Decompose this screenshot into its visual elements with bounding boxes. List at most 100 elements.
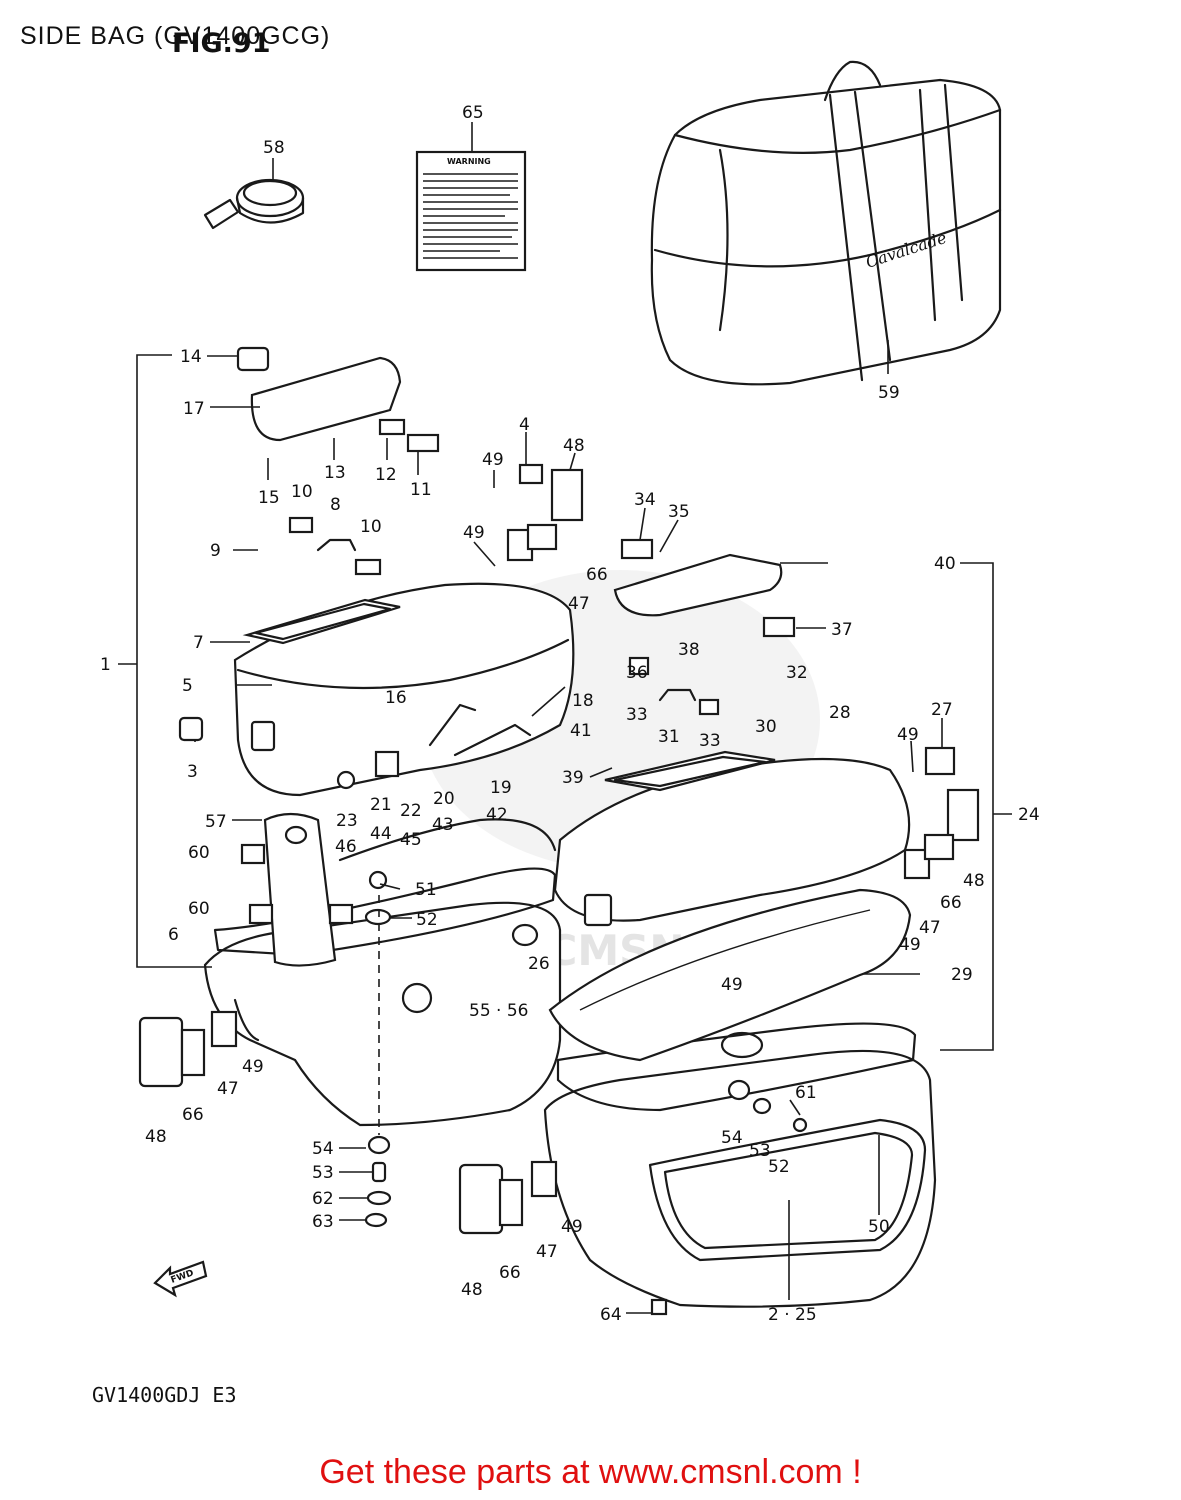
- callout-53a: 53: [749, 1141, 771, 1161]
- callout-47a: 47: [568, 594, 590, 614]
- promo-link[interactable]: Get these parts at www.cmsnl.com !: [319, 1453, 862, 1491]
- callout-52b: 52: [768, 1157, 790, 1177]
- callout-36: 36: [626, 663, 648, 683]
- part-29-inner-panel: [548, 888, 912, 1062]
- callout-54a: 54: [721, 1128, 743, 1148]
- callout-26: 26: [528, 954, 550, 974]
- callout-54b: 54: [312, 1139, 334, 1159]
- callout-41: 41: [570, 721, 592, 741]
- callout-45: 45: [400, 830, 422, 850]
- callout-42: 42: [486, 805, 508, 825]
- callout-43: 43: [432, 815, 454, 835]
- callout-37: 37: [831, 620, 853, 640]
- callout-64: 64: [600, 1305, 622, 1325]
- callout-51: 51: [415, 880, 437, 900]
- callout-65: 65: [462, 103, 484, 123]
- callout-49a: 49: [482, 450, 504, 470]
- part-2-25-right-case: [543, 1022, 937, 1308]
- callout-60a: 60: [188, 843, 210, 863]
- callout-20: 20: [433, 789, 455, 809]
- callout-50: 50: [868, 1217, 890, 1237]
- callout-29: 29: [951, 965, 973, 985]
- callout-16: 16: [385, 688, 407, 708]
- part-28-right-lid: [553, 750, 911, 927]
- callout-66c: 66: [182, 1105, 204, 1125]
- callout-47d: 47: [536, 1242, 558, 1262]
- callout-46: 46: [335, 837, 357, 857]
- callout-47c: 47: [217, 1079, 239, 1099]
- figure-label: FIG.91: [172, 28, 271, 59]
- callout-59: 59: [878, 383, 900, 403]
- part-6-left-case: [203, 818, 562, 1127]
- callout-18: 18: [572, 691, 594, 711]
- callout-49g: 49: [561, 1217, 583, 1237]
- callout-12: 12: [375, 465, 397, 485]
- callout-49d: 49: [899, 935, 921, 955]
- callout-48b: 48: [963, 871, 985, 891]
- callout-58: 58: [263, 138, 285, 158]
- callout-5: 5: [182, 676, 193, 696]
- callout-66a: 66: [586, 565, 608, 585]
- callout-63: 63: [312, 1212, 334, 1232]
- callout-labels: 58 65 59 14 17 13 12 11 15 10 8 10 9 4 4…: [100, 103, 1040, 1325]
- callout-35: 35: [668, 502, 690, 522]
- callout-22: 22: [400, 801, 422, 821]
- callout-13: 13: [324, 463, 346, 483]
- callout-62: 62: [312, 1189, 334, 1209]
- callout-14: 14: [180, 347, 202, 367]
- callout-48a: 48: [563, 436, 585, 456]
- callout-60b: 60: [188, 899, 210, 919]
- callout-44: 44: [370, 824, 392, 844]
- callout-7: 7: [193, 633, 204, 653]
- callout-27: 27: [931, 700, 953, 720]
- callout-49b: 49: [463, 523, 485, 543]
- callout-4: 4: [519, 415, 530, 435]
- callout-15: 15: [258, 488, 280, 508]
- callout-49e: 49: [721, 975, 743, 995]
- callout-10b: 10: [360, 517, 382, 537]
- callout-52a: 52: [416, 910, 438, 930]
- callout-38: 38: [678, 640, 700, 660]
- callout-49f: 49: [242, 1057, 264, 1077]
- callout-8: 8: [330, 495, 341, 515]
- callout-10a: 10: [291, 482, 313, 502]
- callout-33b: 33: [699, 731, 721, 751]
- callout-3: 3: [187, 762, 198, 782]
- group-brackets: [118, 354, 1012, 1051]
- part-65-warning-label: WARNING: [415, 150, 527, 272]
- part-57-mat: [240, 812, 354, 967]
- callout-17: 17: [183, 399, 205, 419]
- callout-47b: 47: [919, 918, 941, 938]
- callout-55-56: 55 · 56: [469, 1001, 528, 1021]
- callout-24: 24: [1018, 805, 1040, 825]
- callout-21: 21: [370, 795, 392, 815]
- callout-9: 9: [210, 541, 221, 561]
- callout-66b: 66: [940, 893, 962, 913]
- callout-6: 6: [168, 925, 179, 945]
- callout-1: 1: [100, 655, 111, 675]
- callout-61: 61: [795, 1083, 817, 1103]
- fwd-arrow-icon: FWD: [153, 1260, 208, 1298]
- callout-30: 30: [755, 717, 777, 737]
- part-58-vent-cap: [203, 178, 305, 230]
- callout-57: 57: [205, 812, 227, 832]
- callout-32: 32: [786, 663, 808, 683]
- callout-28: 28: [829, 703, 851, 723]
- callout-23: 23: [336, 811, 358, 831]
- callout-33a: 33: [626, 705, 648, 725]
- callout-66d: 66: [499, 1263, 521, 1283]
- model-code: GV1400GDJ E3: [92, 1383, 237, 1407]
- callout-19: 19: [490, 778, 512, 798]
- callout-39: 39: [562, 768, 584, 788]
- callout-49c: 49: [897, 725, 919, 745]
- leader-lines: [194, 122, 943, 1314]
- callout-11: 11: [410, 480, 432, 500]
- page-title: SIDE BAG (GV1400GCG): [20, 22, 331, 50]
- part-5-left-lid: [233, 582, 575, 797]
- callout-31: 31: [658, 727, 680, 747]
- warning-label-text: WARNING: [447, 157, 491, 166]
- callout-34: 34: [634, 490, 656, 510]
- callout-40: 40: [934, 554, 956, 574]
- callout-48d: 48: [461, 1280, 483, 1300]
